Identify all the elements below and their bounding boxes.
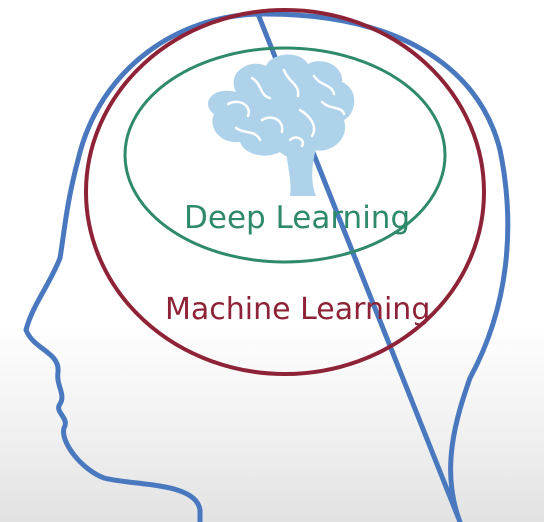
deep-learning-ellipse [123,46,447,264]
deep-learning-label: Deep Learning [184,200,411,236]
brain-icon [208,54,355,196]
head-silhouette-icon [23,11,511,522]
machine-learning-ellipse [84,8,486,376]
machine-learning-label: Machine Learning [165,292,431,327]
